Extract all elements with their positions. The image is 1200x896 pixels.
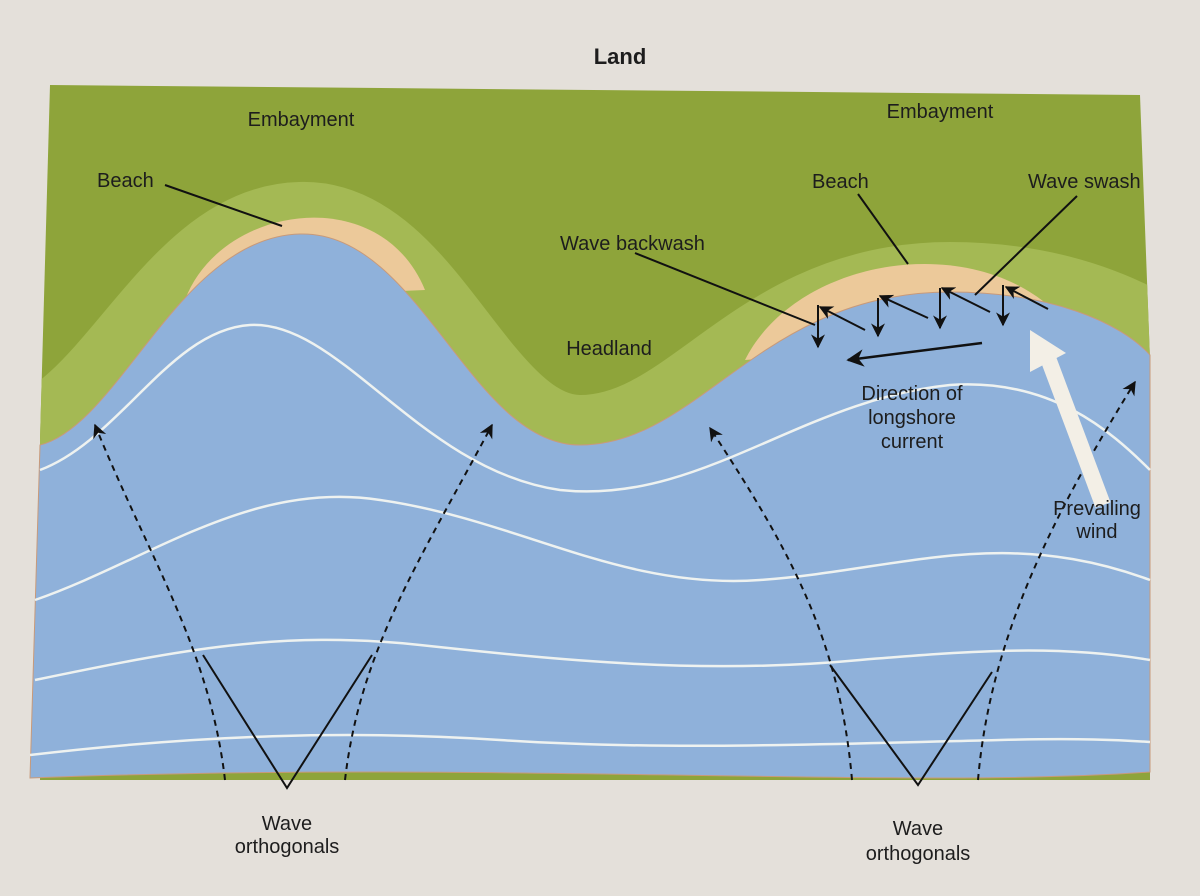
land-title: Land [594, 44, 647, 69]
label-wave-backwash: Wave backwash [560, 233, 705, 255]
wave-crest-lines [29, 323, 1151, 757]
swash-backwash-arrows [811, 285, 1049, 349]
label-beach-left: Beach [97, 170, 154, 192]
label-beach-right: Beach [812, 171, 869, 193]
label-embayment-right: Embayment [887, 101, 994, 123]
label-wind-2: wind [1075, 521, 1117, 543]
label-embayment-left: Embayment [248, 109, 355, 131]
label-orthogonals-right-2: orthogonals [866, 843, 971, 865]
label-longshore-3: current [881, 431, 944, 453]
longshore-current-arrow [846, 341, 983, 367]
wave-orthogonals [93, 380, 1136, 781]
label-longshore-1: Direction of [861, 383, 963, 405]
label-wave-swash: Wave swash [1028, 171, 1141, 193]
label-headland: Headland [566, 338, 652, 360]
label-orthogonals-right-1: Wave [893, 818, 943, 840]
label-longshore-2: longshore [868, 407, 956, 429]
orthogonal-pointer-lines [202, 654, 993, 790]
label-orthogonals-left-2: orthogonals [235, 836, 340, 858]
label-orthogonals-left-1: Wave [262, 813, 312, 835]
leader-lines [164, 184, 1078, 326]
prevailing-wind-arrow [1030, 330, 1111, 508]
label-wind-1: Prevailing [1053, 498, 1141, 520]
